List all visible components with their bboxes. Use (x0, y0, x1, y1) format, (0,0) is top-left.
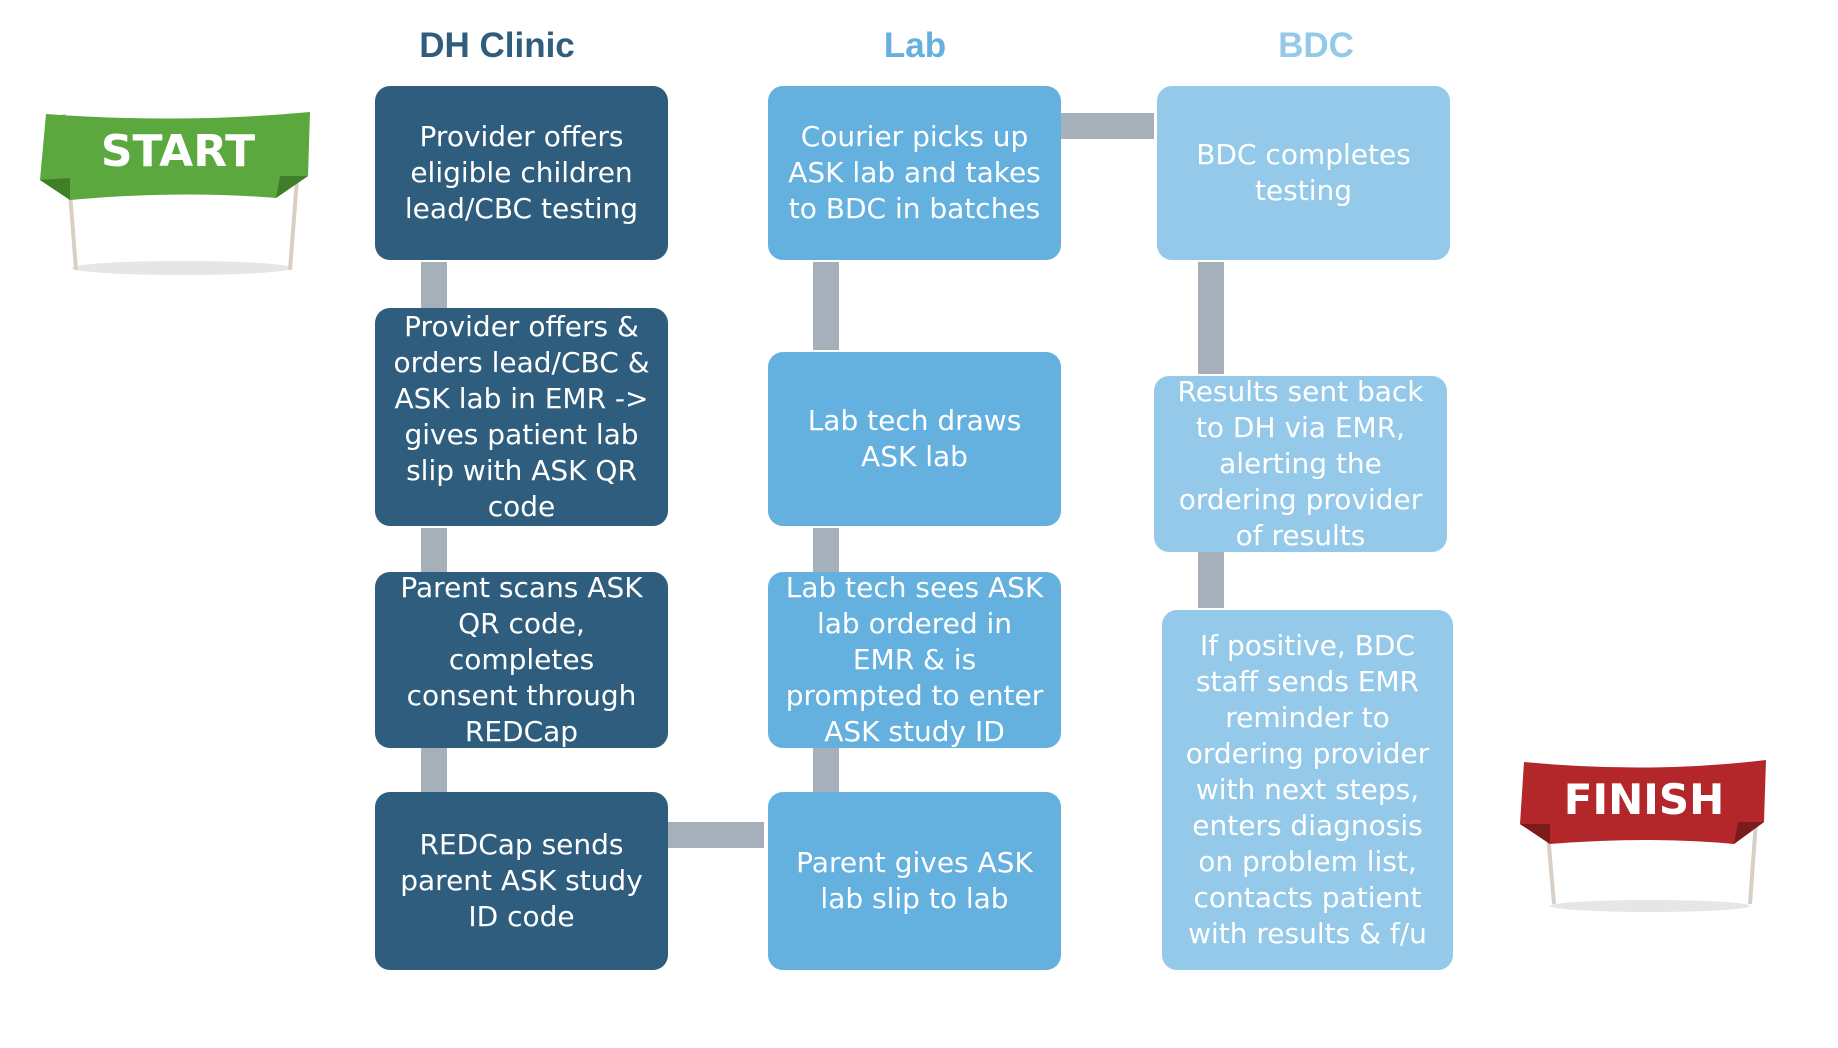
bdc-step-testing: BDC completes testing (1157, 86, 1450, 260)
connector-clinic-2-3 (421, 528, 447, 572)
clinic-step-3: Parent scans ASK QR code, completes cons… (375, 572, 668, 748)
bdc-step-positive: If positive, BDC staff sends EMR reminde… (1162, 610, 1453, 970)
lab-step-courier: Courier picks up ASK lab and takes to BD… (768, 86, 1061, 260)
finish-flag-icon: FINISH (1520, 760, 1766, 912)
column-title-lab: Lab (883, 26, 947, 65)
column-title-bdc: BDC (1278, 26, 1354, 65)
lab-step-draw: Lab tech draws ASK lab (768, 352, 1061, 526)
clinic-step-4: REDCap sends parent ASK study ID code (375, 792, 668, 970)
lab-step-enter-id: Lab tech sees ASK lab ordered in EMR & i… (768, 572, 1061, 748)
column-title-dh-clinic: DH Clinic (419, 26, 575, 65)
connector-lab-2-1 (813, 262, 839, 350)
connector-bdc-1-2 (1198, 262, 1224, 374)
connector-lab-4-3 (813, 748, 839, 792)
connector-lab-3-2 (813, 528, 839, 572)
clinic-step-2: Provider offers & orders lead/CBC & ASK … (375, 308, 668, 526)
bdc-step-results: Results sent back to DH via EMR, alertin… (1154, 376, 1447, 552)
connector-clinic-1-2 (421, 262, 447, 308)
clinic-step-1: Provider offers eligible children lead/C… (375, 86, 668, 260)
connector-clinic-3-4 (421, 748, 447, 792)
lab-step-slip: Parent gives ASK lab slip to lab (768, 792, 1061, 970)
connector-clinic-to-lab (668, 822, 764, 848)
finish-flag-label: FINISH (1564, 775, 1725, 824)
start-flag-label: START (101, 126, 255, 177)
connector-bdc-2-3 (1198, 552, 1224, 608)
start-flag-icon: START (40, 112, 310, 275)
connector-lab-to-bdc (1060, 113, 1154, 139)
